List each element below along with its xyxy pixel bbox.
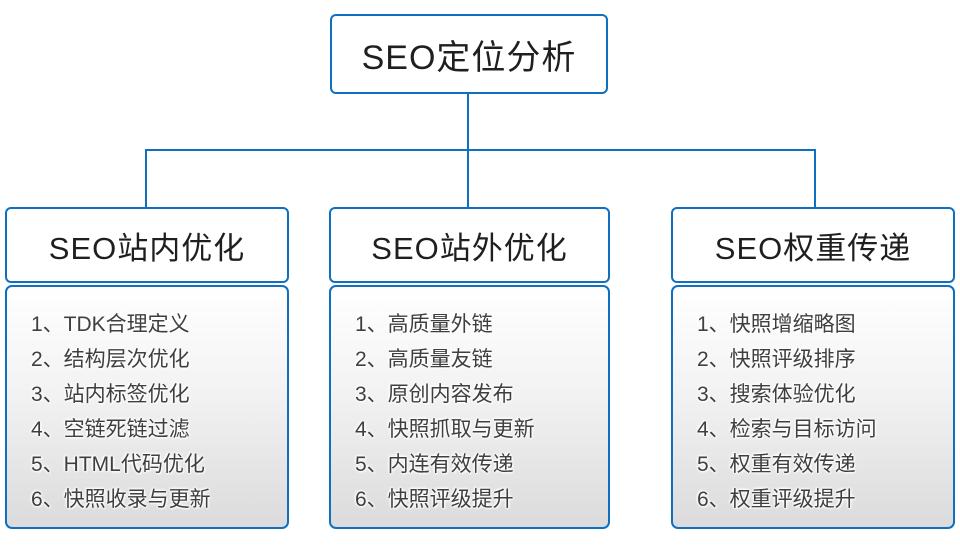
connector-horizontal: [145, 149, 816, 151]
branch-list-offsite-optimization: 1、高质量外链 2、高质量友链 3、原创内容发布 4、快照抓取与更新 5、内连有…: [329, 285, 610, 529]
list-item: 3、原创内容发布: [355, 383, 514, 406]
branch-title: SEO站内优化: [48, 230, 246, 266]
branch-header-weight-transfer: SEO权重传递: [671, 207, 955, 283]
root-node-seo-positioning-analysis: SEO定位分析: [330, 14, 608, 94]
branch-list-weight-transfer: 1、快照增缩略图 2、快照评级排序 3、搜索体验优化 4、检索与目标访问 5、权…: [671, 285, 955, 529]
list-item: 5、权重有效传递: [697, 453, 856, 476]
branch-list-onsite-optimization: 1、TDK合理定义 2、结构层次优化 3、站内标签优化 4、空链死链过滤 5、H…: [5, 285, 289, 529]
branch-title: SEO站外优化: [371, 230, 568, 266]
list-item: 6、权重评级提升: [697, 488, 856, 511]
branch-title: SEO权重传递: [714, 230, 912, 266]
connector-right-vertical: [814, 149, 816, 207]
list-item: 1、TDK合理定义: [31, 313, 190, 336]
list-item: 5、内连有效传递: [355, 453, 514, 476]
list-item: 4、空链死链过滤: [31, 418, 190, 441]
list-item: 6、快照收录与更新: [31, 488, 211, 511]
root-node-title: SEO定位分析: [361, 38, 577, 77]
list-item: 2、高质量友链: [355, 348, 493, 371]
list-item: 5、HTML代码优化: [31, 453, 205, 476]
list-item: 1、高质量外链: [355, 313, 493, 336]
list-item: 4、快照抓取与更新: [355, 418, 535, 441]
list-item: 1、快照增缩略图: [697, 313, 856, 336]
list-item: 4、检索与目标访问: [697, 418, 877, 441]
list-item: 6、快照评级提升: [355, 488, 514, 511]
list-item: 2、结构层次优化: [31, 348, 190, 371]
list-item: 2、快照评级排序: [697, 348, 856, 371]
list-item: 3、站内标签优化: [31, 383, 190, 406]
list-item: 3、搜索体验优化: [697, 383, 856, 406]
branch-header-onsite-optimization: SEO站内优化: [5, 207, 289, 283]
connector-left-vertical: [145, 149, 147, 207]
branch-header-offsite-optimization: SEO站外优化: [329, 207, 610, 283]
